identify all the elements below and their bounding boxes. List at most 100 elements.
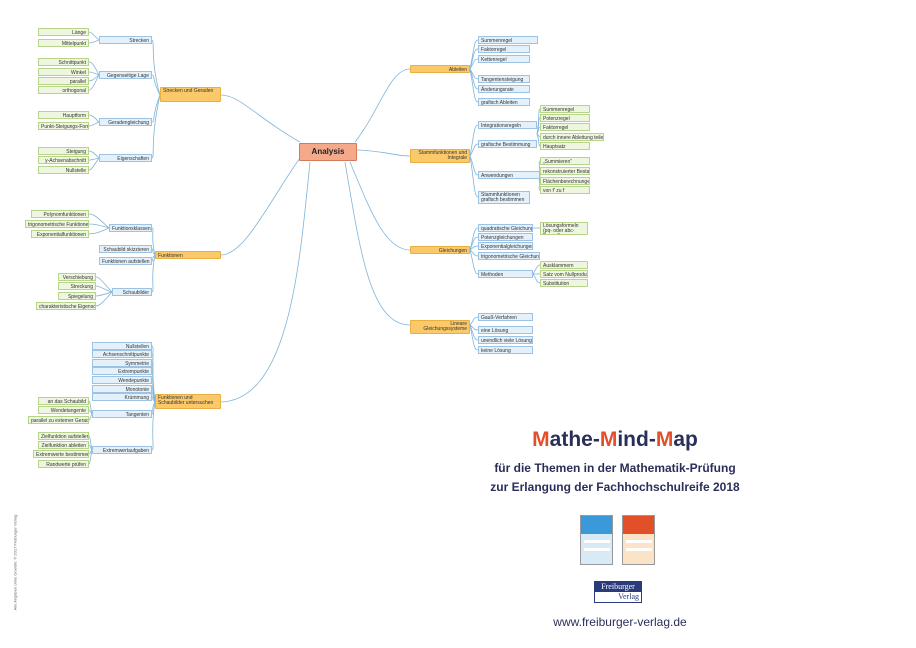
node-integrationsregeln: Integrationsregeln	[478, 121, 537, 129]
node-wendepunkte: Wendepunkte	[92, 376, 152, 384]
leaf-satz-vom-nullprodukt: Satz vom Nullprodukt	[540, 270, 588, 278]
subtitle-line1: für die Themen in der Mathematik-Prüfung	[494, 461, 736, 475]
leaf-exponentialfunktionen: Exponentialfunktionen	[31, 230, 89, 238]
node-exponentialgleichungen: Exponentialgleichungen	[478, 242, 533, 250]
leaf-punkt-steigungs-form: Punkt-Steigungs-Form	[38, 122, 89, 130]
leaf-flaechenberechnungen: Flächenberechnungen	[540, 177, 590, 185]
title-ind: ind-	[617, 428, 656, 451]
leaf-tangentensteigung: Tangentensteigung	[478, 75, 530, 83]
node-schaubilder: Schaubilder	[112, 288, 152, 296]
leaf-steigung: Steigung	[38, 147, 89, 155]
leaf-faktorregel: Faktorregel	[478, 45, 530, 53]
node-stamm-grafisch: Stammfunktionen grafisch bestimmen	[478, 191, 530, 204]
center-node-analysis: Analysis	[299, 143, 357, 161]
branch-lineare-gls: Lineare Gleichungssysteme	[410, 320, 470, 334]
node-trigonometrische-gleichungen: trigonometrische Gleichungen	[478, 252, 540, 260]
leaf-parallel: parallel	[38, 77, 89, 85]
leaf-summieren: „Summieren“	[540, 157, 590, 165]
leaf-von-f-strich-zu-f: von f’ zu f	[540, 186, 590, 194]
leaf-loesungsformeln: Lösungsformeln (pq- oder abc-Formel)	[540, 222, 588, 235]
node-geradengleichung: Geradengleichung	[99, 118, 152, 126]
branch-stammfunktionen: Stammfunktionen und Integrale	[410, 149, 470, 163]
leaf-orthogonal: orthogonal	[38, 86, 89, 94]
book-cover-1	[580, 515, 613, 565]
subtitle-line2: zur Erlangung der Fachhochschulreife 201…	[490, 480, 740, 494]
leaf-an-das-schaubild: an das Schaubild	[38, 397, 89, 405]
title-ap: ap	[673, 428, 698, 451]
node-funktionsklassen: Funktionsklassen	[109, 224, 152, 232]
leaf-int-faktorregel: Faktorregel	[540, 123, 590, 131]
leaf-parallel-externer-gerade: parallel zu externer Gerade	[28, 416, 89, 424]
node-kruemmung: Krümmung	[92, 393, 152, 401]
leaf-y-achsenabschnitt: y-Achsenabschnitt	[38, 156, 89, 164]
leaf-verschiebung: Verschiebung	[58, 273, 96, 281]
leaf-laenge: Länge	[38, 28, 89, 36]
leaf-innere-ableitung: durch innere Ableitung teilen	[540, 133, 604, 141]
node-quadratische-gleichungen: quadratische Gleichungen	[478, 224, 533, 232]
book-cover-2	[622, 515, 655, 565]
website-url[interactable]: www.freiburger-verlag.de	[553, 615, 687, 629]
leaf-streckung: Streckung	[58, 282, 96, 290]
node-monotonie: Monotonie	[92, 385, 152, 393]
node-symmetrie: Symmetrie	[92, 359, 152, 367]
leaf-charakteristische-eigenschaften: charakteristische Eigenschaften	[36, 302, 96, 310]
leaf-extremwerte-bestimmen: Extremwerte bestimmen	[33, 450, 89, 458]
node-potenzgleichungen: Potenzgleichungen	[478, 233, 533, 241]
leaf-polynomfunktionen: Polynomfunktionen	[31, 210, 89, 218]
leaf-substitution: Substitution	[540, 279, 588, 287]
leaf-zielfunktion-aufstellen: Zielfunktion aufstellen	[38, 432, 89, 440]
branch-gleichungen: Gleichungen	[410, 246, 470, 254]
node-nullstellen: Nullstellen	[92, 342, 152, 350]
publisher-logo: Freiburger Verlag	[594, 581, 642, 603]
title-athe: athe-	[549, 428, 600, 451]
leaf-potenzregel: Potenzregel	[540, 114, 590, 122]
node-extrempunkte: Extrempunkte	[92, 367, 152, 375]
node-methoden: Methoden	[478, 270, 533, 278]
leaf-aenderungsrate: Änderungsrate	[478, 85, 530, 93]
node-tangenten: Tangenten	[92, 410, 152, 418]
leaf-schnittpunkt: Schnittpunkt	[38, 58, 89, 66]
node-extremwertaufgaben: Extremwertaufgaben	[92, 446, 152, 454]
node-funktionen-aufstellen: Funktionen aufstellen	[99, 257, 152, 265]
branch-funktionen: Funktionen	[155, 251, 221, 259]
leaf-summenregel: Summenregel	[478, 36, 538, 44]
publisher-logo-line1: Freiburger	[595, 582, 641, 592]
node-anwendungen: Anwendungen	[478, 171, 540, 179]
leaf-ausklammern: Ausklammern	[540, 261, 588, 269]
node-gegenseitige-lage: Gegenseitige Lage	[99, 71, 152, 79]
leaf-hauptform: Hauptform	[38, 111, 89, 119]
title-m2: M	[599, 428, 618, 451]
leaf-kettenregel: Kettenregel	[478, 55, 530, 63]
node-achsenschnittpunkte: Achsenschnittpunkte	[92, 350, 152, 358]
leaf-int-summenregel: Summenregel	[540, 105, 590, 113]
publisher-logo-line2: Verlag	[618, 592, 639, 601]
leaf-winkel: Winkel	[38, 68, 89, 76]
title-m3: M	[655, 428, 674, 451]
leaf-randwerte-pruefen: Randwerte prüfen	[38, 460, 89, 468]
node-grafische-bestimmung: grafische Bestimmung	[478, 140, 537, 148]
leaf-eine-loesung: eine Lösung	[478, 326, 533, 334]
leaf-gauss-verfahren: Gauß-Verfahren	[478, 313, 533, 321]
leaf-unendlich-viele-loesungen: unendlich viele Lösungen	[478, 336, 533, 344]
leaf-grafisch-ableiten: grafisch Ableiten	[478, 98, 530, 106]
leaf-keine-loesung: keine Lösung	[478, 346, 533, 354]
node-schaubild-skizzieren: Schaubild skizzieren	[99, 245, 152, 253]
leaf-wendetangente: Wendetangente	[38, 406, 89, 414]
side-disclaimer: Alle Angaben ohne Gewähr. © 2017 Freibur…	[12, 514, 18, 611]
title-m1: M	[532, 428, 550, 451]
branch-funktionen-untersuchen: Funktionen und Schaubilder untersuchen	[155, 394, 221, 409]
leaf-zielfunktion-ableiten: Zielfunktion ableiten	[38, 441, 89, 449]
leaf-spiegelung: Spiegelung	[58, 292, 96, 300]
leaf-nullstelle: Nullstelle	[38, 166, 89, 174]
node-strecken: Strecken	[99, 36, 152, 44]
node-eigenschaften: Eigenschaften	[99, 154, 152, 162]
main-title: Mathe-Mind-Map	[440, 428, 790, 452]
leaf-mittelpunkt: Mittelpunkt	[38, 39, 89, 47]
leaf-hauptsatz: Hauptsatz	[540, 142, 590, 150]
leaf-rekonstruierter-bestand: rekonstruierter Bestand	[540, 167, 590, 175]
branch-strecken-geraden: Strecken und Geraden	[160, 87, 221, 102]
leaf-trigonometrische-funktionen: trigonometrische Funktionen	[25, 220, 89, 228]
branch-ableiten: Ableiten	[410, 65, 470, 73]
